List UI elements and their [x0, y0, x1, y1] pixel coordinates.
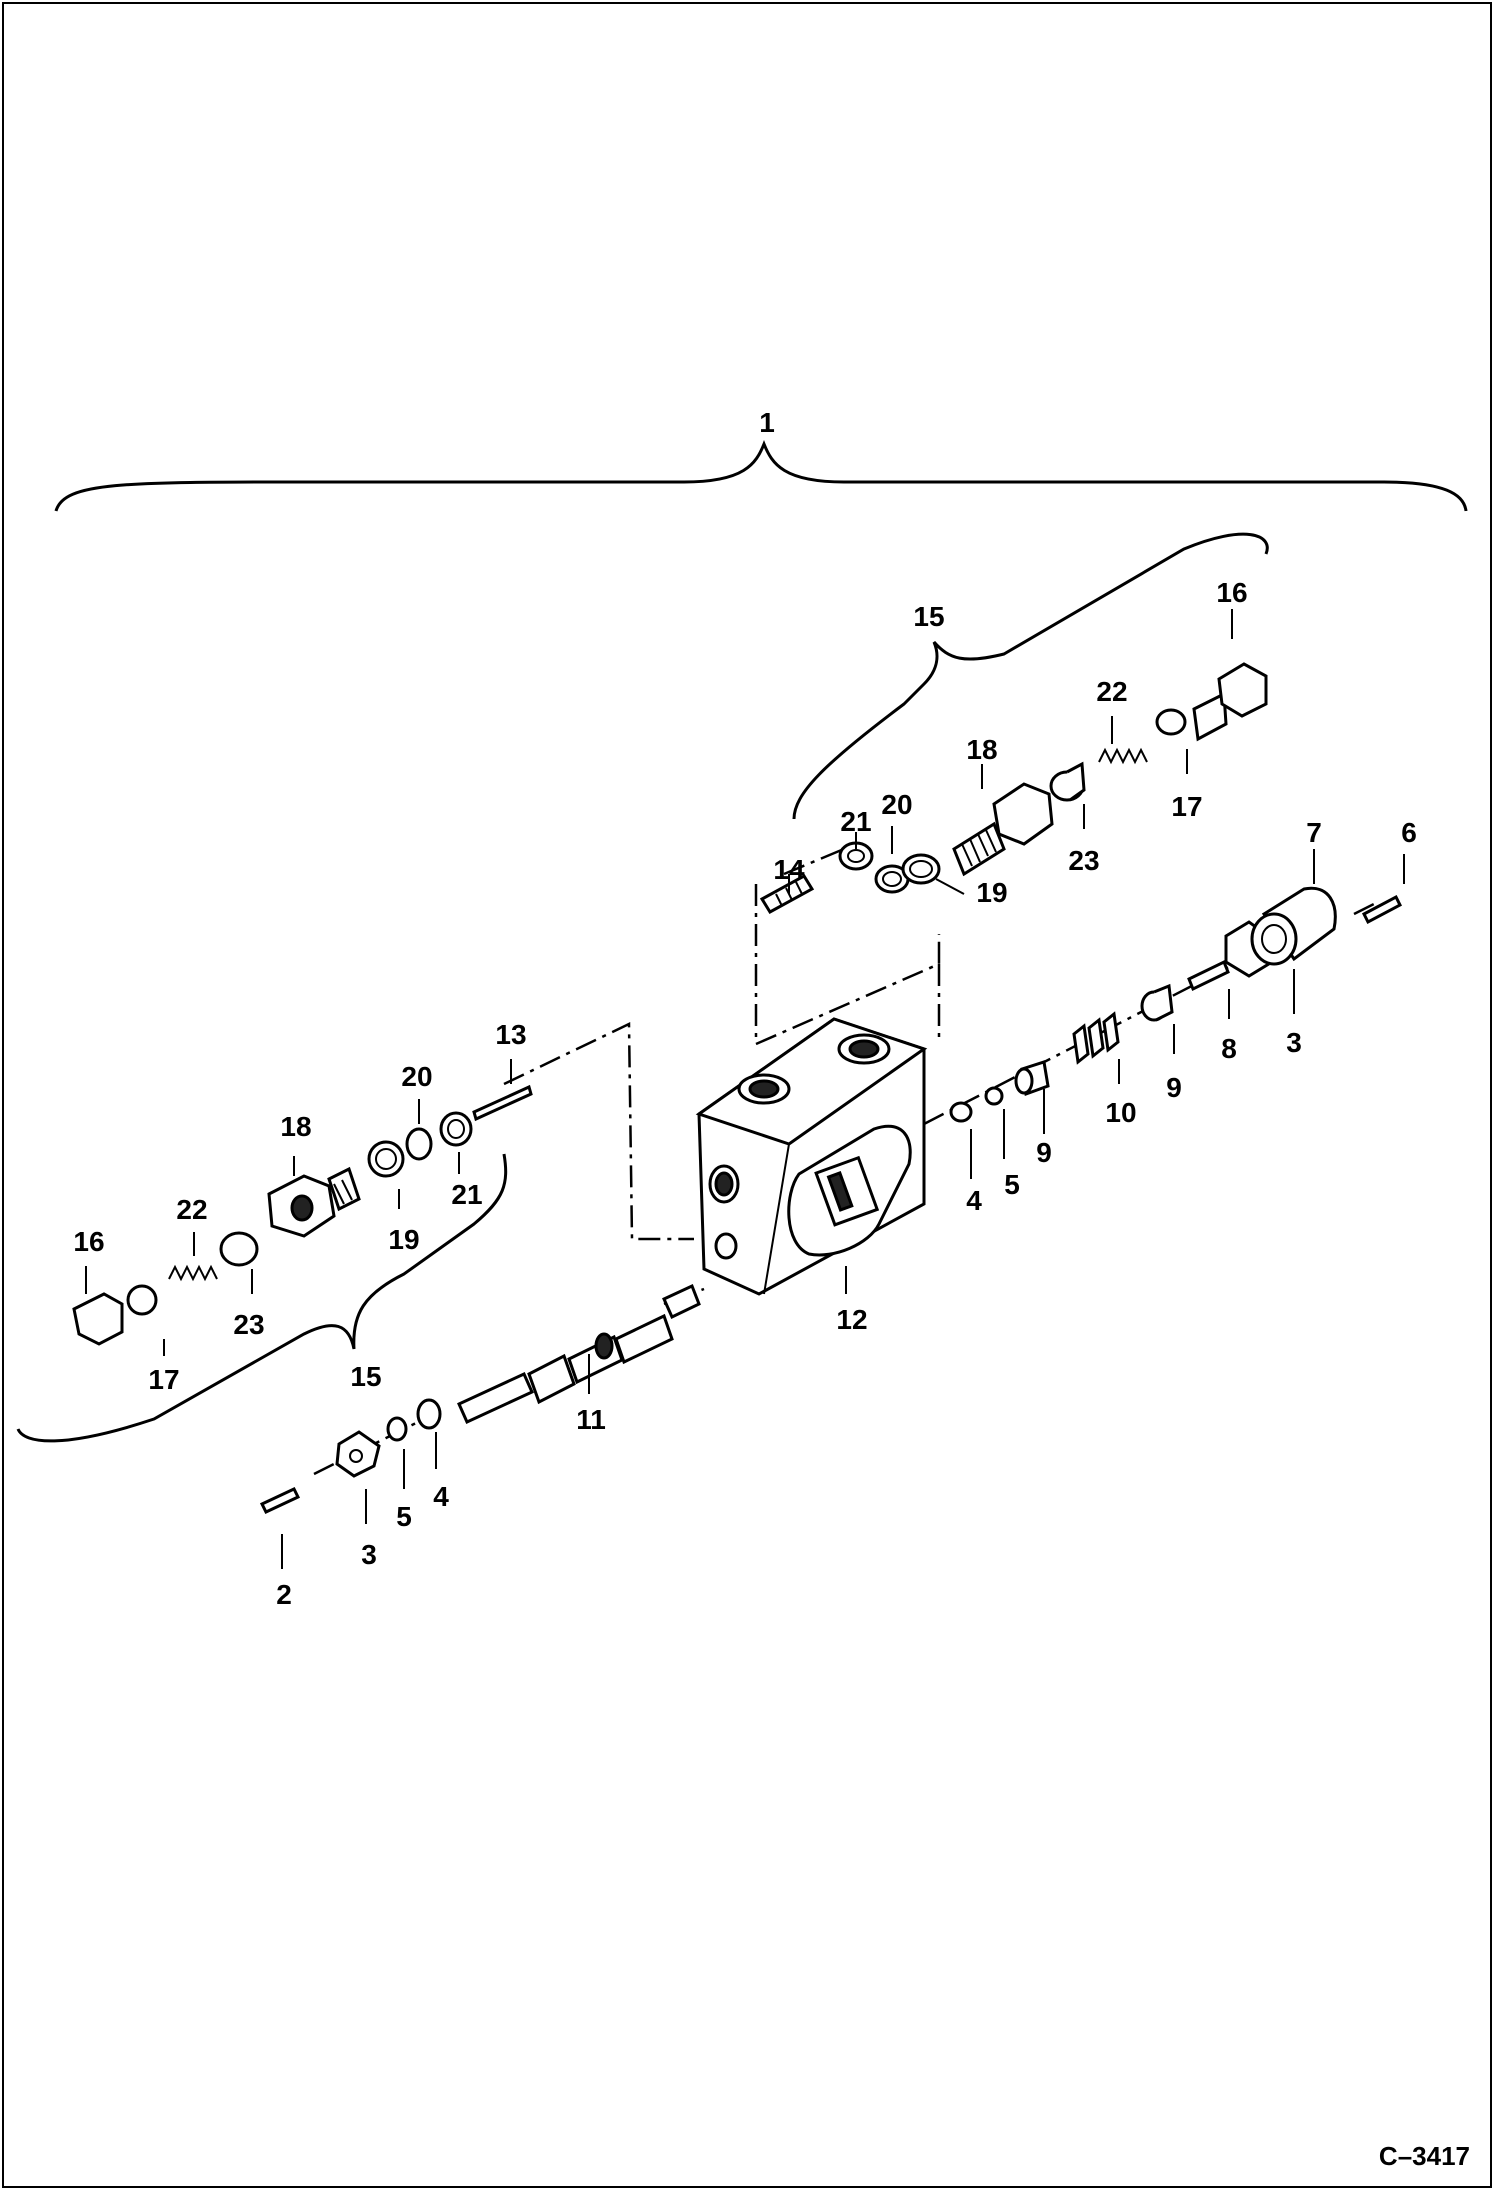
callout-20-left: 20 [401, 1061, 432, 1092]
valve-body [695, 1017, 928, 1296]
callout-2: 2 [276, 1579, 292, 1610]
callout-9-b: 9 [1036, 1137, 1052, 1168]
right-side-parts [949, 886, 1402, 1123]
callout-16-top: 16 [1216, 577, 1247, 608]
alignment-line-14-relief [783, 847, 845, 876]
callout-21-left: 21 [451, 1179, 482, 1210]
callout-17-left: 17 [148, 1364, 179, 1395]
alignment-line-6 [1353, 902, 1375, 916]
lower-relief-parts [72, 1084, 533, 1346]
callout-18-top: 18 [966, 734, 997, 765]
callout-19-top: 19 [976, 877, 1007, 908]
leader-lines [85, 609, 1405, 1569]
spool-parts [259, 1283, 701, 1514]
callout-5-right: 5 [1004, 1169, 1020, 1200]
figure-reference: C–3417 [1378, 2141, 1470, 2171]
exploded-valve-diagram: 1 15 16 22 18 20 21 14 19 23 17 7 6 8 3 … [16, 407, 1468, 1610]
callout-18-left: 18 [280, 1111, 311, 1142]
upper-relief-parts [759, 662, 1268, 915]
callout-13: 13 [495, 1019, 526, 1050]
callout-22-top: 22 [1096, 676, 1127, 707]
callout-22-left: 22 [176, 1194, 207, 1225]
callout-6: 6 [1401, 817, 1417, 848]
callout-3-right: 3 [1286, 1027, 1302, 1058]
callout-1: 1 [759, 407, 775, 438]
callout-11: 11 [576, 1404, 606, 1435]
callout-19-left: 19 [388, 1224, 419, 1255]
callout-12: 12 [836, 1304, 867, 1335]
main-brace [54, 439, 1468, 512]
callout-8: 8 [1221, 1033, 1237, 1064]
callout-15-top: 15 [913, 601, 944, 632]
callout-23-top: 23 [1068, 845, 1099, 876]
callout-16-left: 16 [73, 1226, 104, 1257]
alignment-line-14 [754, 884, 941, 1046]
alignment-line-13 [503, 1022, 694, 1241]
callout-5-left: 5 [396, 1501, 412, 1532]
callout-labels: 1 15 16 22 18 20 21 14 19 23 17 7 6 8 3 … [73, 407, 1416, 1610]
callout-17-top: 17 [1171, 791, 1202, 822]
callout-20-top: 20 [881, 789, 912, 820]
upper-subassembly-brace [792, 532, 1269, 820]
callout-4-right: 4 [966, 1185, 982, 1216]
callout-21-top: 21 [840, 806, 871, 837]
callout-7: 7 [1306, 817, 1322, 848]
callout-4-left: 4 [433, 1481, 449, 1512]
callout-3-left: 3 [361, 1539, 377, 1570]
callout-10: 10 [1105, 1097, 1136, 1128]
callout-9-a: 9 [1166, 1072, 1182, 1103]
lower-subassembly-brace [16, 1153, 508, 1443]
callout-15-left: 15 [350, 1361, 381, 1392]
callout-23-left: 23 [233, 1309, 264, 1340]
callout-14: 14 [773, 854, 805, 885]
